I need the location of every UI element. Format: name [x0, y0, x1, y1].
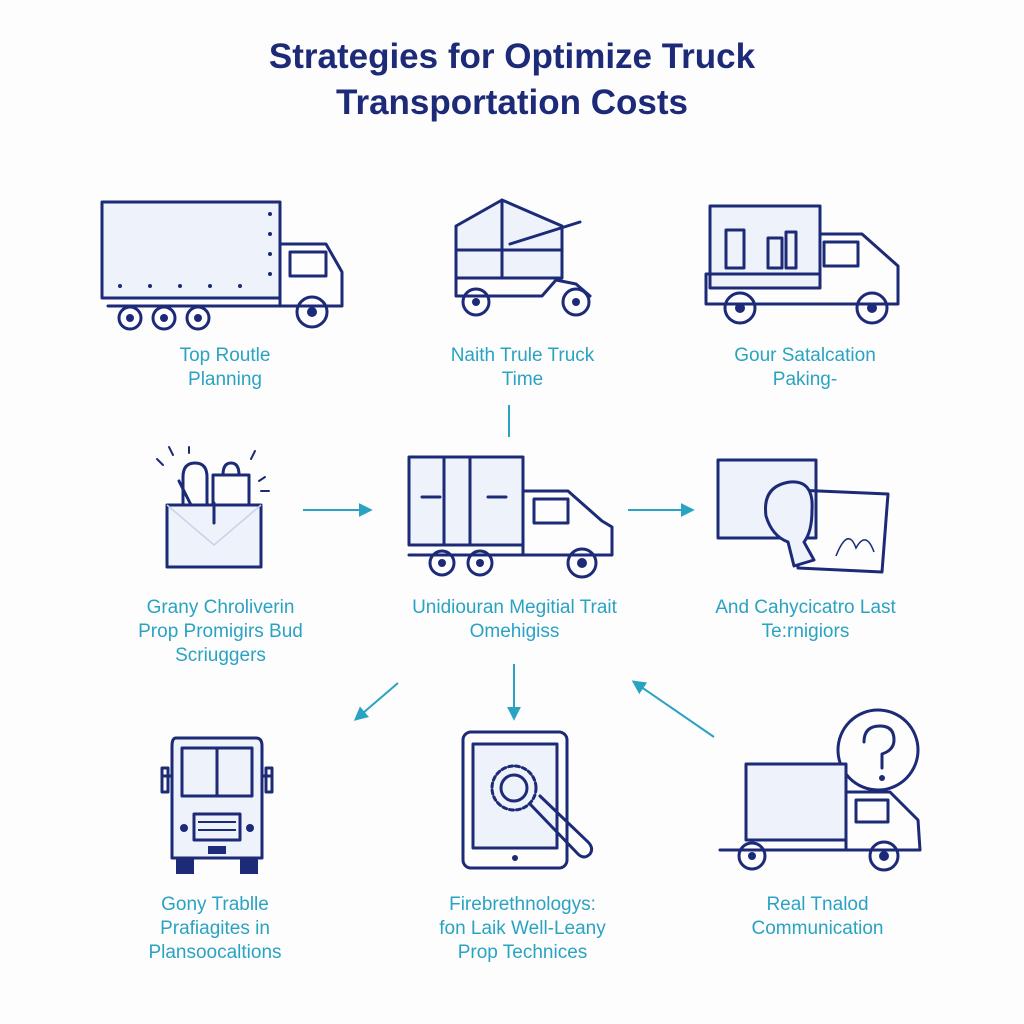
shopping-bag-icon — [155, 445, 275, 573]
item-5-label: Unidiouran Megitial Trait Omehigiss — [372, 596, 657, 644]
truck-front-icon — [158, 736, 278, 878]
item-8-label: Firebrethnologys: fon Laik Well-Leany Pr… — [395, 893, 650, 965]
central-truck-icon — [406, 455, 621, 580]
diagram-title: Strategies for Optimize Truck Transporta… — [0, 34, 1024, 126]
item-8-line-2: fon Laik Well-Leany — [439, 918, 606, 939]
item-7-line-2: Prafiagites in — [160, 918, 270, 939]
item-2-line-1: Naith Trule Truck — [450, 345, 595, 366]
item-3-label: Gour Satalcation Paking- — [690, 344, 920, 392]
title-line-1: Strategies for Optimize Truck — [268, 37, 756, 76]
arrow-center-to-bottom-left — [353, 682, 399, 721]
item-4-line-2: Prop Promigirs Bud — [138, 621, 303, 642]
item-5-line-2: Omehigiss — [469, 621, 560, 642]
arrow-bottom-right-to-center — [631, 680, 715, 738]
truck-question-icon — [712, 708, 927, 878]
title-line-2: Transportation Costs — [336, 83, 688, 122]
map-icon — [716, 456, 894, 578]
item-9-label: Real Tnalod Communication — [705, 893, 930, 941]
delivery-truck-icon — [702, 204, 907, 329]
item-6-line-1: And Cahycicatro Last — [715, 597, 896, 618]
box-truck-icon — [100, 198, 350, 333]
item-8-line-3: Prop Technices — [457, 942, 588, 963]
item-1-label: Top Routle Planning — [110, 344, 340, 392]
item-4-label: Grany Chroliverin Prop Promigirs Bud Scr… — [98, 596, 343, 668]
item-2-line-2: Time — [501, 369, 544, 390]
item-5-line-1: Unidiouran Megitial Trait — [412, 597, 617, 618]
item-1-line-2: Planning — [188, 369, 262, 390]
item-8-line-1: Firebrethnologys: — [449, 894, 596, 915]
item-9-line-2: Communication — [751, 918, 884, 939]
item-7-line-1: Gony Trablle — [161, 894, 269, 915]
item-4-line-3: Scriuggers — [175, 645, 266, 666]
item-3-line-2: Paking- — [772, 369, 838, 390]
item-1-line-1: Top Routle — [179, 345, 271, 366]
item-7-line-3: Plansoocaltions — [148, 942, 282, 963]
item-9-line-1: Real Tnalod — [766, 894, 869, 915]
item-6-line-2: Te:rnigiors — [761, 621, 850, 642]
item-7-label: Gony Trablle Prafiagites in Plansoocalti… — [105, 893, 325, 965]
item-6-label: And Cahycicatro Last Te:rnigiors — [688, 596, 923, 644]
tablet-magnifier-icon — [460, 730, 595, 872]
item-2-label: Naith Trule Truck Time — [400, 344, 645, 392]
item-4-line-1: Grany Chroliverin — [146, 597, 295, 618]
item-3-line-1: Gour Satalcation — [734, 345, 876, 366]
frame-truck-icon — [450, 196, 600, 324]
